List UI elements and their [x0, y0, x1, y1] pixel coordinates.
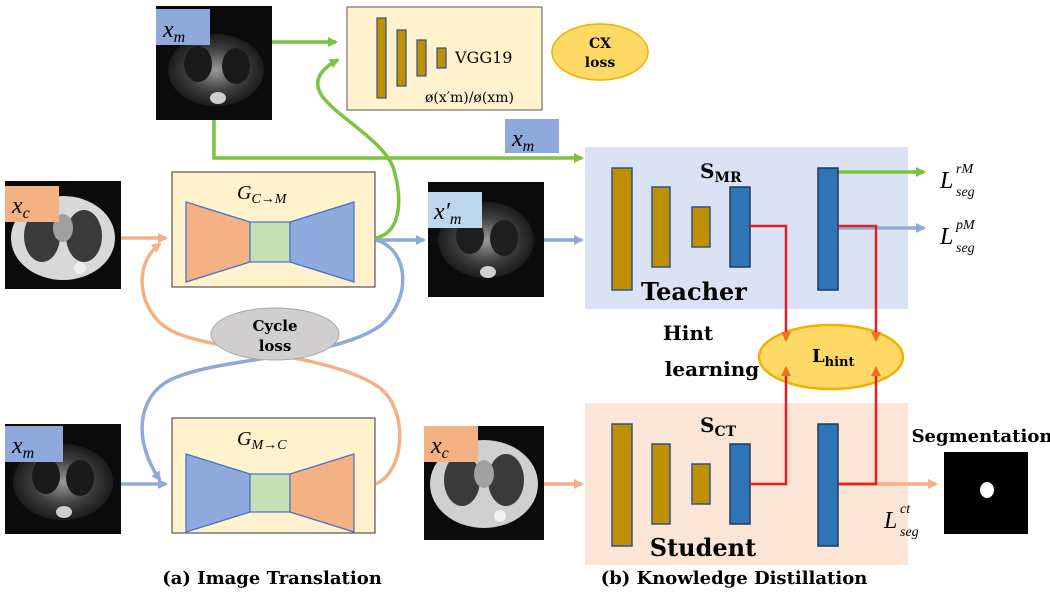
xm-label-bottom: xm: [11, 433, 34, 462]
svg-text:L: L: [883, 508, 897, 534]
sct-label: SCT: [700, 413, 737, 440]
gcm-decoder: [289, 201, 355, 283]
hint-line-student-mid: [750, 366, 791, 486]
lhint-ellipse: [757, 323, 905, 391]
gmc-decoder: [289, 453, 355, 533]
svg-text:seg: seg: [956, 241, 975, 256]
xm-label-top: xm: [162, 17, 185, 46]
vgg-layer-4: [436, 47, 447, 69]
xm-label-top-bg: [156, 9, 210, 45]
hint-line-teacher-mid: [750, 224, 791, 342]
cycle-loss-ellipse: [210, 307, 340, 361]
svg-text:L: L: [939, 168, 953, 194]
teacher-layer-5: [817, 167, 839, 291]
caption-image-translation: (a) Image Translation: [162, 568, 382, 589]
xm-prime-label-bg: [428, 192, 482, 228]
student-layer-3: [691, 463, 711, 505]
loss-seg-pm: L pM seg: [939, 218, 976, 256]
xm-label-mid-bg: [505, 119, 559, 153]
svg-text:seg: seg: [956, 185, 975, 200]
xc-label-student: xc: [430, 433, 449, 462]
xm-prime-label: x′m: [433, 199, 461, 228]
loss-seg-ct: L ct seg: [883, 502, 919, 540]
vgg-layer-2: [396, 29, 407, 87]
xc-label-left: xc: [11, 193, 30, 222]
teacher-layer-4: [729, 186, 751, 268]
lhint-label: Lhint: [812, 346, 855, 370]
smr-label: SMR: [700, 159, 742, 186]
student-layer-4: [729, 443, 751, 525]
cycle-loss-line1: Cycle: [252, 317, 297, 335]
hint-learning-line1: Hint: [663, 321, 714, 345]
hint-learning-line2: learning: [665, 357, 759, 381]
teacher-label: Teacher: [641, 277, 747, 306]
svg-text:L: L: [939, 224, 953, 250]
teacher-layer-1: [611, 167, 633, 291]
segmentation-blob: [980, 482, 994, 498]
arrow-xm-to-teacher: [212, 120, 584, 163]
vgg-formula: ø(x′m)/ø(xm): [425, 90, 514, 106]
student-layer-2: [651, 443, 671, 525]
svg-text:pM: pM: [955, 218, 976, 233]
loss-seg-rm: L rM seg: [939, 162, 975, 200]
svg-text:seg: seg: [900, 525, 919, 540]
cx-loss-line2: loss: [585, 55, 616, 71]
vgg-layer-3: [416, 39, 427, 77]
segmentation-label: Segmentation: [912, 426, 1050, 447]
hint-line-teacher-out: [838, 224, 881, 342]
gcm-label: GC→M: [237, 182, 288, 207]
gmc-label: GM→C: [237, 428, 287, 453]
cx-loss-ellipse: [551, 23, 649, 81]
xm-label-bottom-bg: [5, 426, 63, 462]
xc-label-left-bg: [5, 186, 59, 222]
hint-line-student-out: [838, 366, 881, 486]
gcm-bottleneck: [249, 221, 291, 263]
vgg19-label: VGG19: [454, 48, 512, 67]
xc-label-student-bg: [424, 426, 478, 462]
xm-label-mid: xm: [511, 126, 534, 155]
cycle-loss-line2: loss: [259, 337, 292, 355]
teacher-layer-2: [651, 186, 671, 268]
caption-knowledge-distillation: (b) Knowledge Distillation: [601, 568, 868, 589]
student-layer-1: [611, 423, 633, 547]
vgg-layer-1: [376, 17, 387, 99]
svg-text:rM: rM: [956, 162, 974, 177]
arrow-translated-to-vgg: [316, 58, 401, 240]
gmc-bottleneck: [249, 473, 291, 513]
student-layer-5: [817, 423, 839, 547]
student-label: Student: [650, 533, 756, 562]
cx-loss-line1: CX: [589, 36, 611, 52]
teacher-layer-3: [691, 206, 711, 248]
svg-text:ct: ct: [900, 502, 911, 517]
